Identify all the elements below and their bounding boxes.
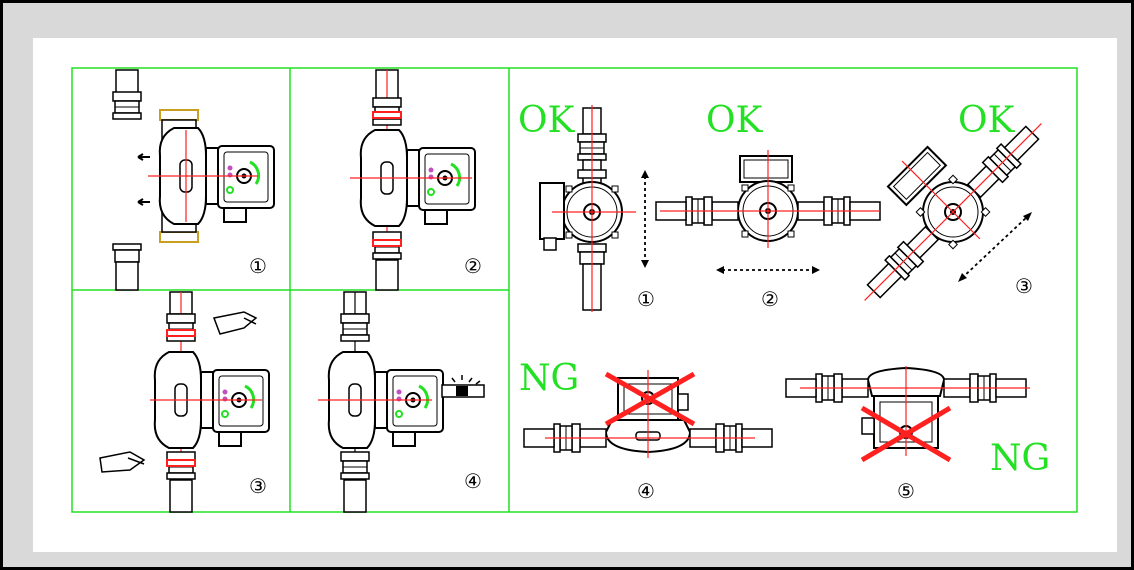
- orientation-3-diagram: [863, 122, 1043, 302]
- orientation-4-number: ④: [637, 479, 655, 503]
- orientation-2-diagram: [655, 150, 881, 274]
- status-label-3: OK: [958, 100, 1016, 141]
- step-4-panel: [318, 291, 485, 513]
- orientation-1-number: ①: [637, 287, 655, 311]
- orientation-5-number: ⑤: [897, 479, 915, 503]
- step-2-panel: [350, 69, 477, 291]
- panel-borders: [71, 67, 1078, 513]
- step-4-number: ④: [464, 469, 482, 493]
- step-3-panel: [99, 291, 271, 513]
- status-label-1: OK: [518, 100, 576, 141]
- status-label-2: OK: [706, 100, 764, 141]
- orientation-4-diagram: [523, 370, 773, 458]
- instruction-sheet: [33, 38, 1117, 552]
- step-1-number: ①: [249, 254, 267, 278]
- orientation-5-diagram: [785, 366, 1030, 463]
- step-3-number: ③: [249, 474, 267, 498]
- status-label-5: NG: [990, 438, 1050, 479]
- status-label-4: NG: [519, 358, 579, 399]
- orientation-2-number: ②: [761, 287, 779, 311]
- step-1-panel: [112, 69, 276, 291]
- orientation-1-diagram: [539, 105, 649, 312]
- orientation-3-number: ③: [1015, 274, 1033, 298]
- step-2-number: ②: [464, 254, 482, 278]
